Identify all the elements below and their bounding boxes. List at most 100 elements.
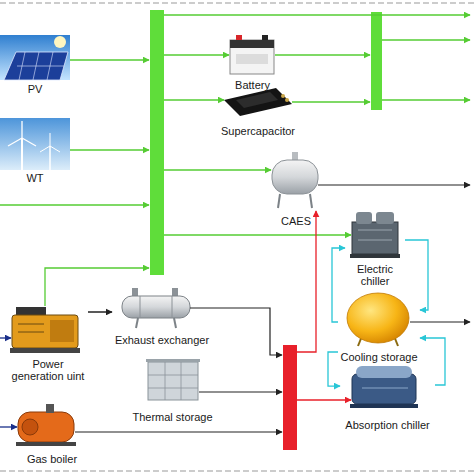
heat-exchanger-illustration	[140, 296, 141, 318]
component-label: Cooling storage	[340, 351, 417, 364]
gas-boiler-illustration	[16, 442, 76, 446]
thermal-storage-illustration	[146, 359, 200, 362]
wind-turbine-illustration	[0, 118, 70, 170]
supercapacitor-illustration	[281, 94, 285, 98]
pv-illustration	[33, 52, 39, 80]
absorption-chiller-illustration	[350, 366, 418, 408]
output-flow	[410, 321, 470, 322]
wind-turbine-illustration	[40, 146, 50, 152]
thermal-storage-illustration	[148, 375, 198, 376]
gas-flow	[0, 337, 11, 338]
electric-chiller-illustration	[350, 212, 400, 258]
caes-tank-illustration	[292, 152, 298, 160]
thermal-storage-illustration	[146, 359, 200, 400]
power-flow	[382, 39, 470, 40]
generator-illustration	[18, 332, 44, 333]
gas-boiler-illustration	[46, 404, 54, 413]
absorption-chiller-illustration	[362, 388, 408, 389]
component-node: Absorption chiller	[340, 364, 435, 432]
wind-turbine-illustration	[21, 121, 22, 138]
supercapacitor-illustration	[236, 92, 278, 108]
battery-illustration	[230, 40, 274, 48]
component-node: PV	[0, 32, 70, 96]
component-label: WT	[26, 172, 43, 185]
electric-chiller-illustration	[358, 240, 392, 241]
thermal-storage-illustration	[148, 388, 198, 389]
absorption-chiller-illustration	[352, 374, 416, 404]
wind-turbine-illustration	[8, 138, 22, 146]
pv-illustration	[0, 35, 70, 80]
absorption-chiller-illustration	[356, 366, 412, 378]
caes-tank-illustration	[278, 194, 280, 208]
pv-illustration	[0, 35, 70, 80]
heat-exchanger-illustration	[174, 318, 176, 328]
electric-bus	[150, 10, 164, 275]
gas-boiler-illustration	[22, 419, 38, 435]
generator-illustration	[50, 320, 74, 342]
wind-turbine-illustration	[0, 118, 70, 170]
electric-bus	[371, 12, 382, 110]
component-node: Battery	[215, 30, 290, 92]
generator-illustration	[10, 307, 80, 353]
power-flow	[164, 234, 351, 235]
electric-chiller-illustration	[376, 212, 394, 224]
heat-exchanger-illustration	[136, 318, 138, 328]
heat-flow	[297, 399, 351, 400]
component-label: Exhaust exchanger	[115, 334, 209, 347]
component-node: Gas boiler	[12, 400, 92, 466]
flow-arrow	[420, 338, 445, 385]
gas-flow	[0, 426, 17, 427]
component-node: CAES	[265, 148, 327, 228]
thermal-storage-illustration	[181, 362, 182, 400]
component-label: Gas boiler	[27, 453, 77, 466]
power-flow	[164, 14, 470, 15]
dashed-frame	[0, 3, 474, 471]
flow-arrow	[405, 240, 428, 310]
caes-tank-illustration	[272, 160, 318, 194]
power-flow	[70, 149, 149, 150]
power-flow	[0, 204, 149, 205]
output-flow	[199, 391, 282, 392]
component-node: WT	[0, 115, 70, 185]
gas-boiler-illustration	[18, 412, 74, 442]
component-label: Electric chiller	[345, 263, 405, 288]
power-flow	[164, 54, 229, 55]
cooling-storage-illustration	[347, 293, 409, 343]
power-flow	[382, 99, 470, 100]
heat-exchanger-illustration	[132, 288, 138, 296]
component-node: Cooling storage	[338, 292, 420, 364]
cooling-storage-illustration	[347, 293, 409, 346]
component-label: Absorption chiller	[345, 419, 429, 432]
electric-chiller-illustration	[350, 254, 400, 258]
electric-chiller-illustration	[358, 230, 392, 231]
absorption-chiller-illustration	[350, 404, 418, 408]
heat-flow	[297, 211, 351, 400]
thermal-storage-illustration	[148, 362, 198, 400]
battery-illustration	[236, 54, 268, 64]
pv-illustration	[47, 52, 53, 80]
battery-illustration	[262, 35, 268, 40]
thermal-storage-illustration	[165, 362, 166, 400]
heat-exchanger-illustration	[172, 288, 178, 296]
wind-turbine-illustration	[50, 133, 51, 146]
electric-chiller-illustration	[356, 212, 372, 224]
wind-turbine-illustration	[50, 146, 60, 152]
flow-arrow	[332, 248, 345, 322]
supercapacitor-illustration	[224, 88, 292, 116]
component-node: Electric chiller	[345, 208, 405, 288]
pv-illustration	[54, 36, 66, 48]
power-flow	[45, 268, 149, 306]
flow-arrow	[328, 352, 340, 386]
component-label: CAES	[281, 215, 311, 228]
power-flow	[275, 54, 370, 55]
pv-illustration	[17, 66, 64, 67]
component-label: Battery	[235, 79, 270, 92]
heat-exchanger-illustration	[122, 288, 190, 328]
battery-illustration	[236, 35, 242, 40]
output-flow	[75, 431, 282, 432]
flow-arrow	[88, 311, 112, 312]
dashed-frame	[0, 470, 474, 471]
component-label: PV	[28, 83, 43, 96]
